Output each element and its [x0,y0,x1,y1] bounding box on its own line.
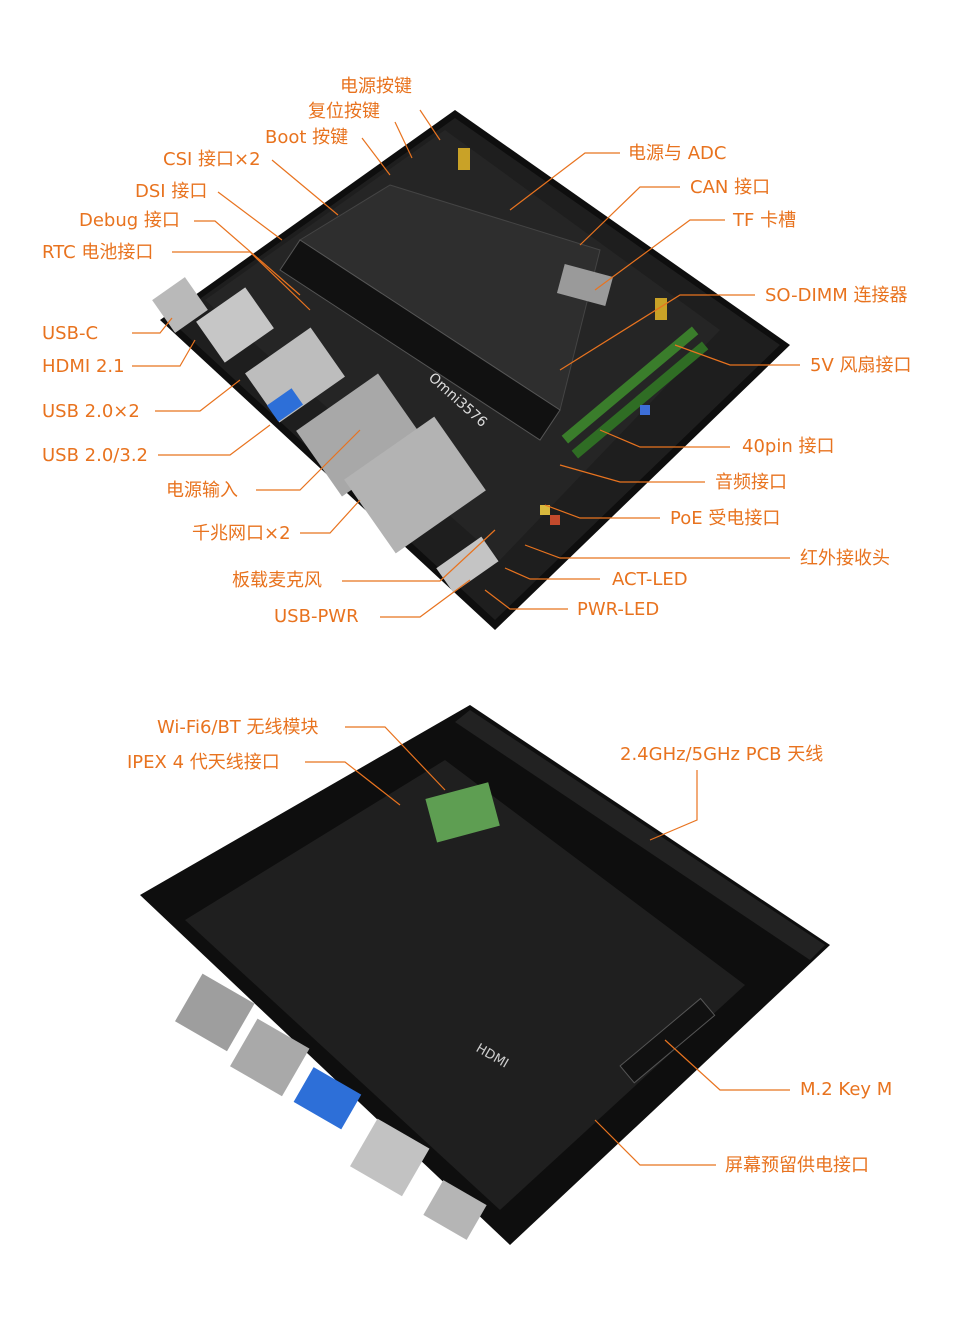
label-poe: PoE 受电接口 [670,508,781,529]
leader-screen-power [594,1119,716,1166]
leader-dsi [217,191,283,241]
leader-hdmi [132,339,196,367]
leader-wifi [345,726,446,791]
label-m2: M.2 Key M [800,1079,893,1100]
leader-power-adc [509,152,620,211]
label-fan: 5V 风扇接口 [810,355,912,376]
leader-ir [524,544,790,559]
leader-antenna [649,770,698,841]
label-csi: CSI 接口×2 [163,149,261,170]
leader-m2 [664,1039,790,1091]
label-act-led: ACT-LED [612,569,688,590]
bottom-ports [175,973,487,1240]
label-ipex: IPEX 4 代天线接口 [127,752,280,773]
label-power-in: 电源输入 [166,480,238,501]
gold-standoff-2 [655,298,667,320]
label-ir: 红外接收头 [800,548,890,569]
antenna-channel [455,710,825,960]
label-so-dimm: SO-DIMM 连接器 [765,285,908,306]
label-dsi: DSI 接口 [135,181,208,202]
wifi-module [425,782,500,843]
label-mic: 板载麦克风 [232,570,322,591]
leader-usb-c [132,317,173,334]
leader-can [579,186,680,246]
gold-standoff-1 [458,148,470,170]
label-boot-button: Boot 按键 [265,127,349,148]
so-dimm-slot [279,239,561,441]
leader-act-led [504,567,600,580]
label-debug: Debug 接口 [79,210,180,231]
label-usb32: USB 2.0/3.2 [42,445,148,466]
leader-gpio40 [599,429,730,448]
label-audio: 音频接口 [715,472,787,493]
leader-debug [194,220,301,296]
label-gbe: 千兆网口×2 [192,523,291,544]
leader-reset-button [394,121,413,159]
label-power-button: 电源按键 [340,76,412,97]
leader-gbe [300,499,361,534]
tf-slot [556,264,614,306]
label-screen-power: 屏幕预留供电接口 [725,1155,869,1176]
label-pwr-led: PWR-LED [577,599,660,620]
gpio-header [540,326,709,525]
leader-usb32 [158,424,271,456]
leader-poe [544,504,660,519]
label-usb-pwr: USB-PWR [274,606,359,627]
leader-ipex [305,761,401,806]
label-antenna: 2.4GHz/5GHz PCB 天线 [620,744,824,765]
bottom-leader-lines [305,726,790,1166]
bottom-pcb [185,760,745,1210]
label-can: CAN 接口 [690,177,771,198]
leader-pwr-led [484,589,568,610]
leader-tf [594,219,725,291]
port-stack [152,277,499,593]
leader-so-dimm [559,294,755,371]
label-reset-button: 复位按键 [308,101,380,122]
leader-power-in [256,429,361,491]
leader-rtc [172,251,311,311]
label-gpio40: 40pin 接口 [742,436,835,457]
label-wifi: Wi-Fi6/BT 无线模块 [157,717,319,738]
label-tf: TF 卡槽 [733,210,797,231]
label-usb20: USB 2.0×2 [42,401,140,422]
top-leader-lines [132,109,800,618]
leader-fan [674,344,800,366]
leader-usb-pwr [380,579,471,618]
label-rtc: RTC 电池接口 [42,242,154,263]
leader-audio [559,464,705,483]
label-usb-c: USB-C [42,323,99,344]
leader-boot-button [361,137,391,176]
leader-usb20 [155,379,241,412]
label-power-adc: 电源与 ADC [628,143,727,164]
leader-csi [271,159,339,216]
leader-power-button [419,109,441,141]
label-hdmi: HDMI 2.1 [42,356,125,377]
leader-mic [342,529,496,582]
